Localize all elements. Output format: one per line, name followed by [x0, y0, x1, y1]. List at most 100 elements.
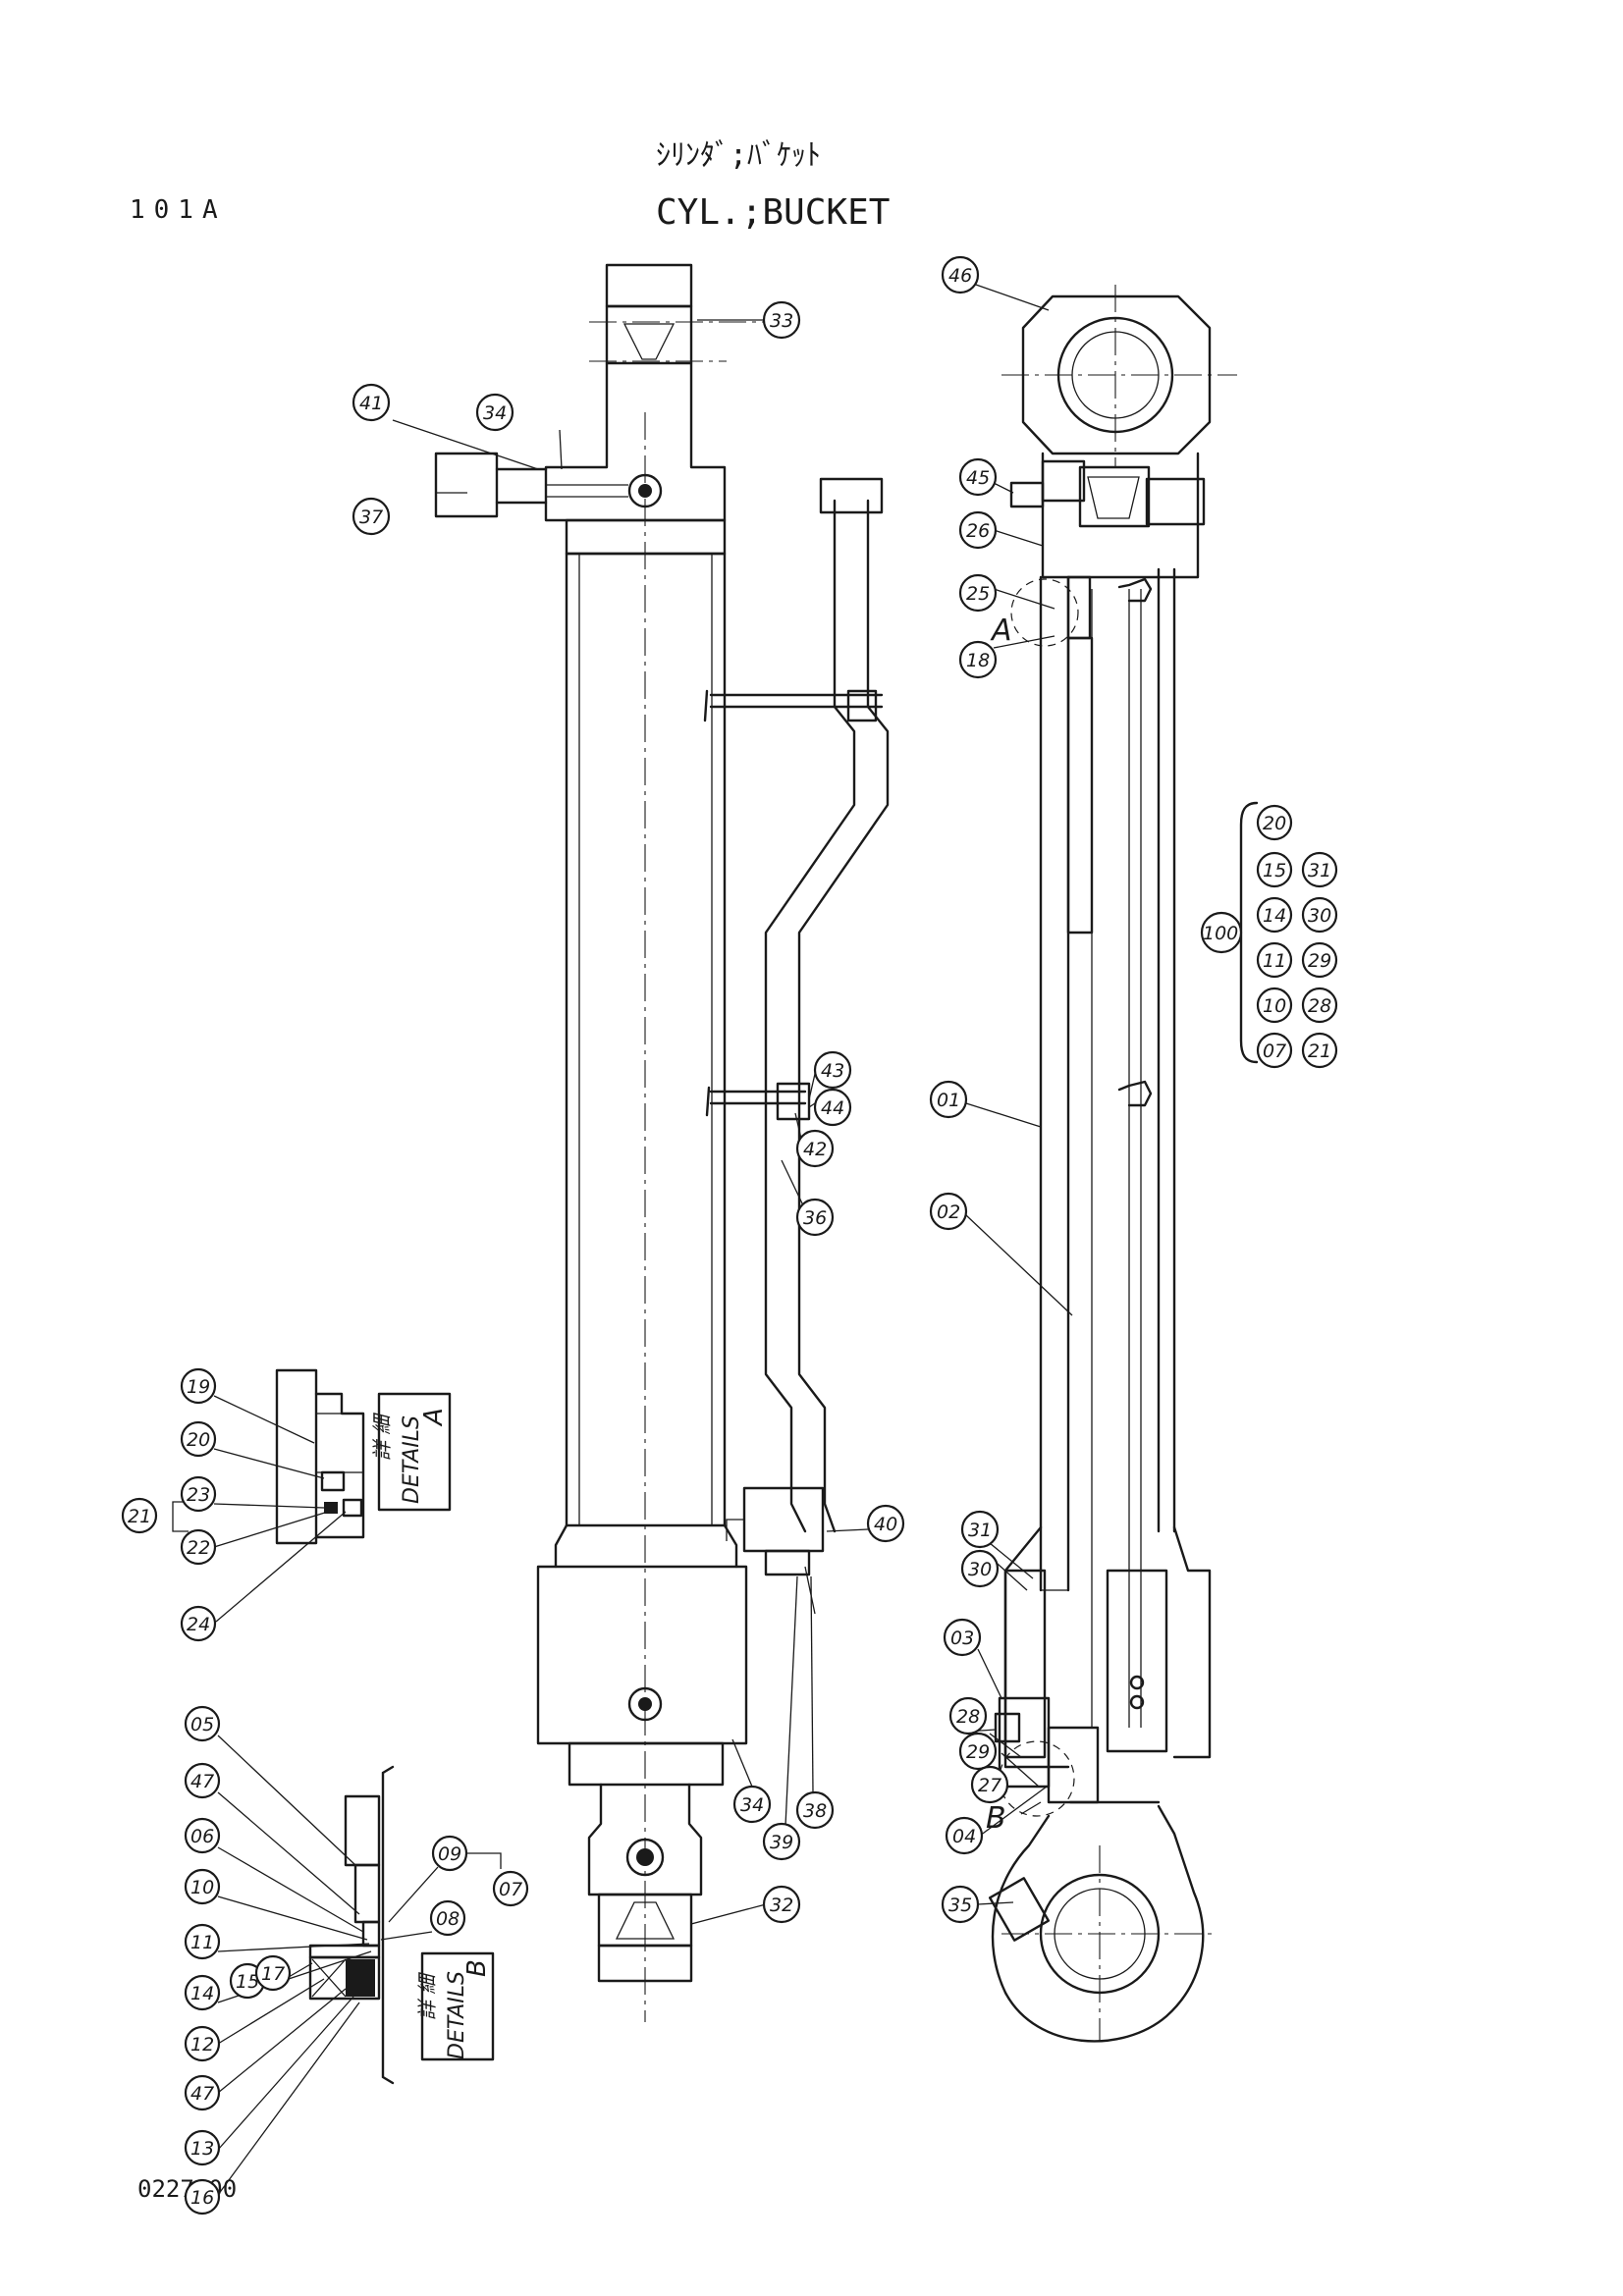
callout-b-13: 13: [184, 2129, 221, 2166]
svg-text:34: 34: [483, 402, 507, 424]
callout-b-47a: 47: [184, 1762, 221, 1799]
detail-b-label-en: DETAILS: [445, 1971, 469, 2059]
callout-b-06: 06: [184, 1817, 221, 1854]
callout-36: 36: [795, 1198, 835, 1237]
detail-b-label-jp: 詳 細: [415, 1972, 439, 2020]
detail-a: 詳 細 DETAILS A: [275, 1368, 452, 1545]
detail-a-label-jp: 詳 細: [370, 1413, 394, 1461]
svg-text:41: 41: [359, 393, 383, 414]
svg-text:17: 17: [261, 1963, 285, 1985]
callout-28: 28: [948, 1696, 988, 1735]
svg-text:16: 16: [190, 2187, 214, 2209]
svg-text:47: 47: [190, 1771, 214, 1792]
callout-29-group: 29: [1301, 941, 1338, 979]
callout-b-09: 09: [431, 1835, 468, 1872]
callout-b-17: 17: [254, 1954, 292, 1992]
svg-text:35: 35: [948, 1895, 972, 1916]
callout-b-05: 05: [184, 1705, 221, 1742]
svg-text:10: 10: [190, 1877, 214, 1898]
callout-25: 25: [958, 573, 998, 613]
callout-42: 42: [795, 1129, 835, 1168]
svg-text:25: 25: [966, 583, 990, 605]
callout-32: 32: [762, 1885, 801, 1924]
callout-27: 27: [970, 1765, 1009, 1804]
detail-a-label-en: DETAILS: [400, 1415, 424, 1504]
page-code: 101A: [130, 195, 227, 225]
callout-21: 21: [1301, 1032, 1338, 1069]
callout-15: 15: [1256, 851, 1293, 888]
svg-text:22: 22: [187, 1537, 210, 1559]
callout-b-47b: 47: [184, 2074, 221, 2111]
callout-07: 07: [1256, 1032, 1293, 1069]
svg-text:15: 15: [236, 1971, 259, 1993]
detail-a-letter: A: [419, 1408, 449, 1427]
svg-text:12: 12: [190, 2034, 214, 2056]
svg-text:01: 01: [937, 1090, 960, 1111]
callout-39: 39: [762, 1822, 801, 1861]
svg-text:30: 30: [1308, 905, 1331, 927]
svg-text:08: 08: [436, 1908, 460, 1930]
svg-text:31: 31: [1308, 860, 1331, 881]
callout-38: 38: [795, 1790, 835, 1830]
svg-text:47: 47: [190, 2083, 214, 2105]
svg-text:14: 14: [190, 1983, 214, 2004]
svg-text:18: 18: [966, 650, 990, 671]
callout-b-08: 08: [429, 1899, 466, 1937]
callout-33: 33: [762, 300, 801, 340]
svg-text:20: 20: [187, 1429, 210, 1451]
callout-10: 10: [1256, 987, 1293, 1024]
svg-text:43: 43: [821, 1060, 844, 1082]
section-a-mark: A: [990, 614, 1012, 648]
callout-26: 26: [958, 510, 998, 550]
callout-b-14: 14: [184, 1974, 221, 2011]
svg-text:03: 03: [950, 1628, 974, 1649]
svg-text:04: 04: [952, 1826, 976, 1847]
title-english: CYL.;BUCKET: [656, 192, 890, 233]
detail-b-label-box: [420, 1951, 495, 2061]
callout-44: 44: [813, 1088, 852, 1127]
svg-text:10: 10: [1263, 995, 1286, 1017]
callouts: 33 41 34 37 46 45 26 25 18 43 44 42 36 0…: [121, 255, 1338, 2216]
callout-20: 20: [1256, 804, 1293, 841]
callout-a-20: 20: [180, 1420, 217, 1458]
svg-text:26: 26: [966, 520, 990, 542]
callout-04: 04: [945, 1816, 984, 1855]
svg-text:42: 42: [803, 1139, 827, 1160]
callout-11: 11: [1256, 941, 1293, 979]
svg-text:36: 36: [803, 1207, 827, 1229]
callout-100: 100: [1200, 911, 1243, 954]
svg-text:32: 32: [770, 1895, 793, 1916]
callout-a-24: 24: [180, 1605, 217, 1642]
svg-text:100: 100: [1203, 923, 1238, 944]
callout-02: 02: [929, 1192, 968, 1231]
callout-a-21: 21: [121, 1497, 158, 1534]
callout-18: 18: [958, 640, 998, 679]
callout-40: 40: [866, 1504, 905, 1543]
svg-text:38: 38: [803, 1800, 827, 1822]
cylinder-section-view: A B: [986, 285, 1237, 2043]
svg-text:13: 13: [190, 2138, 214, 2160]
callout-b-11: 11: [184, 1923, 221, 1960]
callout-34-lower: 34: [732, 1785, 772, 1824]
svg-text:24: 24: [187, 1614, 210, 1635]
svg-text:11: 11: [1263, 950, 1286, 972]
pipe-assembly: [703, 477, 890, 1615]
callout-31-group: 31: [1301, 851, 1338, 888]
callout-41: 41: [352, 383, 391, 422]
callout-01: 01: [929, 1080, 968, 1119]
detail-b-letter: B: [462, 1959, 492, 1977]
callout-b-07: 07: [492, 1870, 529, 1907]
callout-35: 35: [941, 1885, 980, 1924]
callout-45: 45: [958, 457, 998, 497]
callout-30-group: 30: [1301, 896, 1338, 934]
callout-a-22: 22: [180, 1528, 217, 1566]
svg-text:39: 39: [770, 1832, 793, 1853]
svg-text:21: 21: [1308, 1041, 1331, 1062]
svg-text:46: 46: [948, 265, 972, 287]
callout-30: 30: [960, 1549, 1000, 1588]
svg-text:05: 05: [190, 1714, 214, 1735]
detail-b: 詳 細 DETAILS B: [308, 1765, 495, 2085]
callout-46: 46: [941, 255, 980, 294]
